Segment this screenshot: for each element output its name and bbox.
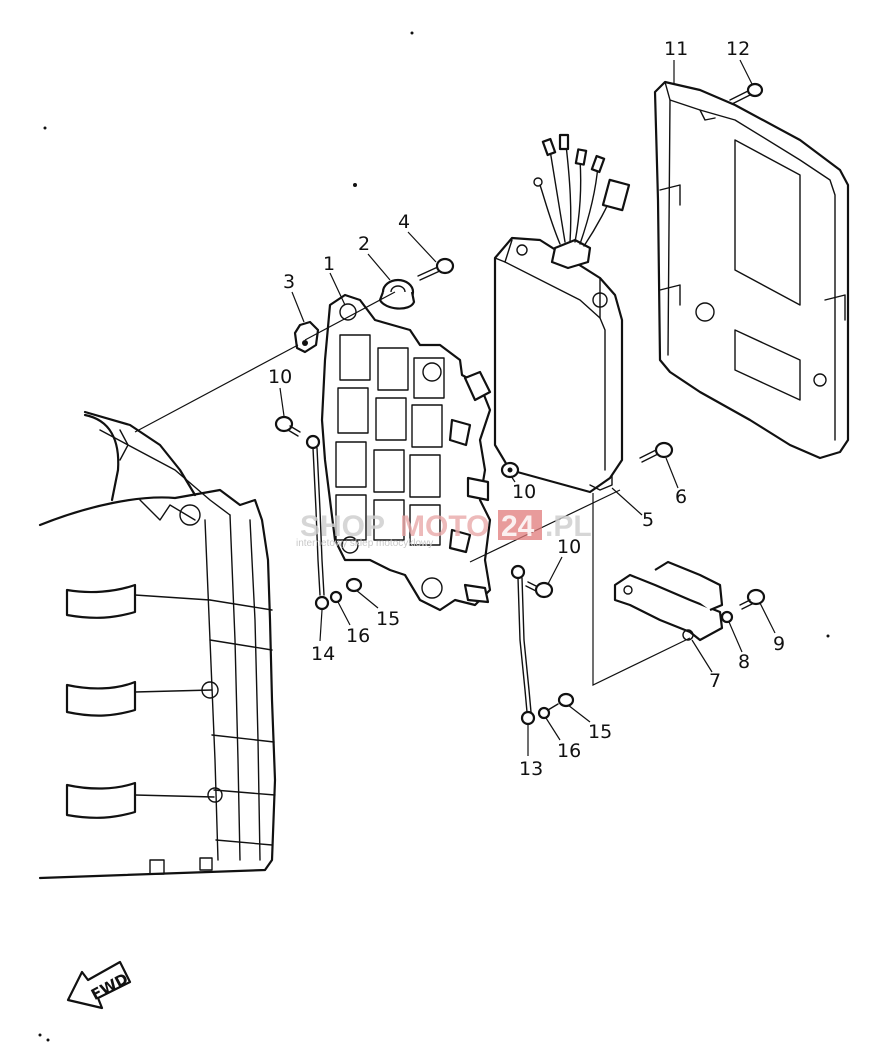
callout-6: 6 [675, 486, 687, 508]
screw-15-right [547, 692, 575, 711]
cover [653, 80, 850, 460]
watermark-subtitle: internetowy sklep motocyklowy [296, 538, 433, 549]
callout-1: 1 [323, 253, 335, 275]
callout-16-left: 16 [346, 625, 370, 647]
callout-13: 13 [519, 758, 543, 780]
bolt-10-mid [500, 461, 520, 479]
collar [293, 320, 320, 354]
watermark-badge [498, 510, 542, 540]
screw-9 [739, 588, 766, 610]
callout-15-right: 15 [588, 721, 612, 743]
bolt-10-lower [525, 581, 554, 599]
callout-12: 12 [726, 38, 750, 60]
callout-16-right: 16 [557, 740, 581, 762]
bracket-7 [613, 560, 724, 642]
engine-block [38, 410, 277, 880]
ground-wire-13 [510, 564, 536, 726]
watermark-part4: .PL [545, 510, 592, 543]
callout-labels: 1 2 3 4 5 6 7 8 9 10 10 10 11 12 13 14 1 [268, 38, 785, 780]
assembly-lines [134, 291, 691, 686]
callout-11: 11 [664, 38, 688, 60]
screw-12 [729, 82, 764, 105]
watermark-part2: MOTO [400, 510, 489, 543]
callout-10-lower: 10 [557, 536, 581, 558]
print-specks [38, 31, 830, 1042]
callout-10-mid: 10 [512, 481, 536, 503]
watermark-part1: SHOP [300, 510, 385, 543]
callout-7: 7 [709, 670, 721, 692]
screw-15-left [345, 577, 363, 593]
callout-3: 3 [283, 271, 295, 293]
callout-9: 9 [773, 633, 785, 655]
callout-5: 5 [642, 509, 654, 531]
ignition-bracket-plate [320, 293, 492, 612]
washer-8 [720, 610, 734, 624]
callout-4: 4 [398, 211, 410, 233]
grommet [378, 278, 416, 310]
bolt-6 [639, 441, 674, 463]
fwd-arrow-icon: FWD [66, 960, 131, 1010]
washer-16-right [537, 706, 551, 720]
callout-2: 2 [358, 233, 370, 255]
ground-wire-14 [305, 434, 330, 611]
bolt-10-upper [274, 415, 301, 437]
washer-16-left [329, 590, 343, 604]
screw-4 [417, 257, 455, 281]
callout-8: 8 [738, 651, 750, 673]
callout-10-upper: 10 [268, 366, 292, 388]
callout-15-left: 15 [376, 608, 400, 630]
watermark-part3: 24 [501, 510, 535, 543]
watermark: SHOP MOTO 24 .PL internetowy sklep motoc… [296, 510, 592, 549]
cdi-unit [493, 133, 631, 494]
callout-14: 14 [311, 643, 335, 665]
